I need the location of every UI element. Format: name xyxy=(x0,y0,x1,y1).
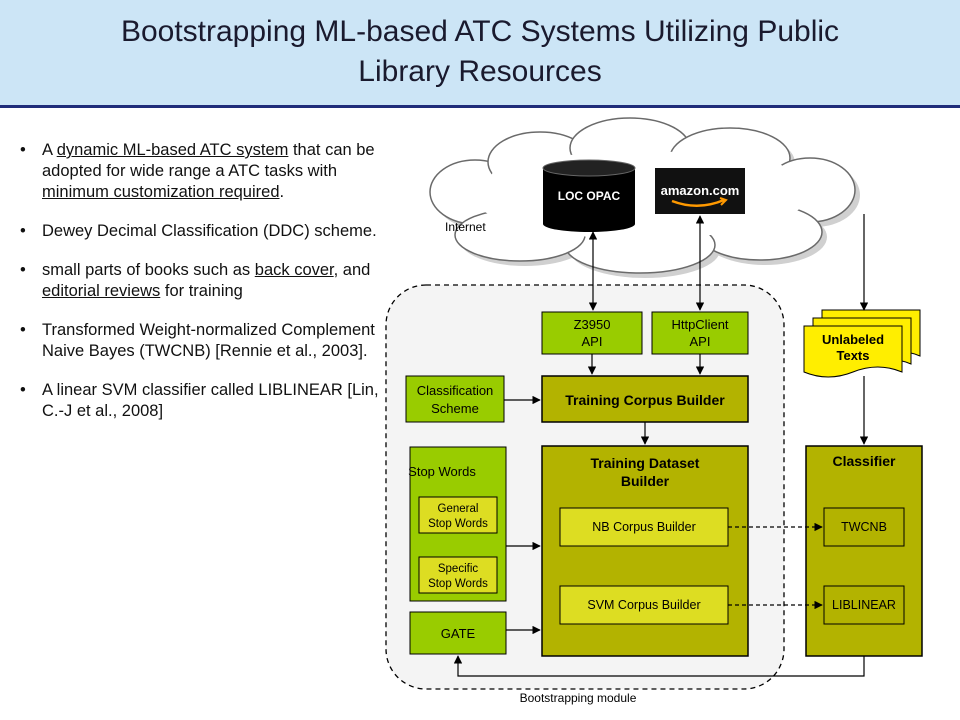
bullet-text: A linear SVM classifier called LIBLINEAR… xyxy=(42,381,379,420)
unlabeled-texts-label-1: Unlabeled xyxy=(822,332,884,347)
general-stop-words-label-1: General xyxy=(438,503,479,515)
page-title: Bootstrapping ML-based ATC Systems Utili… xyxy=(0,12,960,92)
liblinear-label: LIBLINEAR xyxy=(832,598,896,612)
httpclient-label-2: API xyxy=(690,334,711,349)
unlabeled-texts-document-icon: Unlabeled Texts xyxy=(803,309,921,378)
httpclient-label-1: HttpClient xyxy=(671,317,728,332)
classification-scheme-box: Classification Scheme xyxy=(405,375,505,423)
bullet-text: A xyxy=(42,141,57,159)
training-dataset-builder-label-1: Training Dataset xyxy=(591,455,700,471)
nb-corpus-builder-label: NB Corpus Builder xyxy=(592,520,696,534)
classification-scheme-label-1: Classification xyxy=(417,383,494,398)
training-corpus-builder-box: Training Corpus Builder xyxy=(541,375,749,423)
stop-words-box: Stop Words General Stop Words Specific S… xyxy=(408,446,507,602)
title-bar: Bootstrapping ML-based ATC Systems Utili… xyxy=(0,0,960,108)
bullet-text: for training xyxy=(160,282,243,300)
classifier-box: Classifier TWCNB LIBLINEAR xyxy=(805,445,923,657)
internet-label: Internet xyxy=(445,220,486,234)
z3950-label-1: Z3950 xyxy=(574,317,611,332)
classification-scheme-label-2: Scheme xyxy=(431,401,479,416)
architecture-diagram: Internet LOC OPAC amazon.com Z3950 API H… xyxy=(385,117,923,706)
z3950-api-box: Z3950 API xyxy=(541,311,643,355)
loc-opac-database-icon: LOC OPAC xyxy=(542,159,636,232)
underlined-text: back cover xyxy=(254,261,334,279)
bullet-text: . xyxy=(279,183,285,201)
specific-stop-words-label-2: Stop Words xyxy=(428,578,488,590)
bullet-text: that can be adopted for wide range a ATC… xyxy=(42,141,375,180)
underlined-text: minimum customization required xyxy=(42,183,280,201)
gate-box: GATE xyxy=(409,611,507,655)
httpclient-api-box: HttpClient API xyxy=(651,311,749,355)
bullet-list: A dynamic ML-based ATC system that can b… xyxy=(14,140,384,440)
training-dataset-builder-box: Training Dataset Builder NB Corpus Build… xyxy=(541,445,749,657)
title-line-1: Bootstrapping ML-based ATC Systems Utili… xyxy=(120,15,840,48)
bullet-item: Transformed Weight-normalized Complement… xyxy=(14,320,384,362)
z3950-label-2: API xyxy=(582,334,603,349)
bullet-item: small parts of books such as back cover,… xyxy=(14,260,384,302)
bullet-item: Dewey Decimal Classification (DDC) schem… xyxy=(14,221,384,242)
unlabeled-texts-label-2: Texts xyxy=(837,348,870,363)
bullet-text: , and xyxy=(333,261,371,279)
svm-corpus-builder-label: SVM Corpus Builder xyxy=(587,598,700,612)
title-line-2: Library Resources xyxy=(358,55,602,88)
twcnb-label: TWCNB xyxy=(841,520,887,534)
bullet-item: A dynamic ML-based ATC system that can b… xyxy=(14,140,384,203)
training-dataset-builder-label-2: Builder xyxy=(621,473,670,489)
specific-stop-words-label-1: Specific xyxy=(438,563,479,575)
training-corpus-builder-label: Training Corpus Builder xyxy=(565,392,725,408)
bullet-text: Dewey Decimal Classification (DDC) schem… xyxy=(42,222,377,240)
stop-words-label: Stop Words xyxy=(408,464,476,479)
loc-opac-label: LOC OPAC xyxy=(558,189,621,203)
gate-label: GATE xyxy=(441,626,476,641)
amazon-label: amazon.com xyxy=(661,183,740,198)
bullet-item: A linear SVM classifier called LIBLINEAR… xyxy=(14,380,384,422)
underlined-text: dynamic ML-based ATC system xyxy=(56,141,289,159)
bullet-text: small parts of books such as xyxy=(42,261,255,279)
bullet-text: Transformed Weight-normalized Complement… xyxy=(42,321,375,360)
amazon-logo: amazon.com xyxy=(655,168,745,214)
internet-cloud: Internet xyxy=(429,117,860,278)
bootstrapping-module-label: Bootstrapping module xyxy=(520,691,637,705)
underlined-text: editorial reviews xyxy=(42,282,161,300)
classifier-label: Classifier xyxy=(832,453,896,469)
general-stop-words-label-2: Stop Words xyxy=(428,518,488,530)
